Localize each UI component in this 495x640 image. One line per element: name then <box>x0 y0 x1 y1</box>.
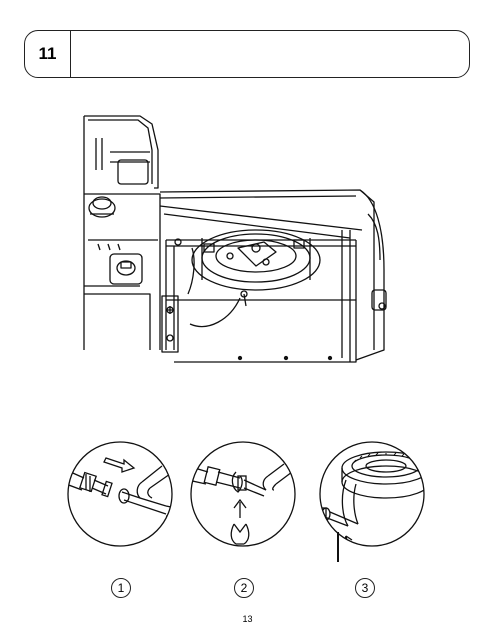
detail-label-2: 2 <box>234 578 254 598</box>
detail-image-2 <box>188 436 298 556</box>
grill-side-burner-illustration <box>80 110 400 385</box>
detail-label-3: 3 <box>355 578 375 598</box>
step-number: 11 <box>25 31 71 77</box>
detail-label-1: 1 <box>111 578 131 598</box>
detail-image-3 <box>316 436 426 566</box>
page-number: 13 <box>242 614 253 624</box>
step-header: 11 <box>24 30 470 78</box>
detail-image-1 <box>66 436 176 556</box>
